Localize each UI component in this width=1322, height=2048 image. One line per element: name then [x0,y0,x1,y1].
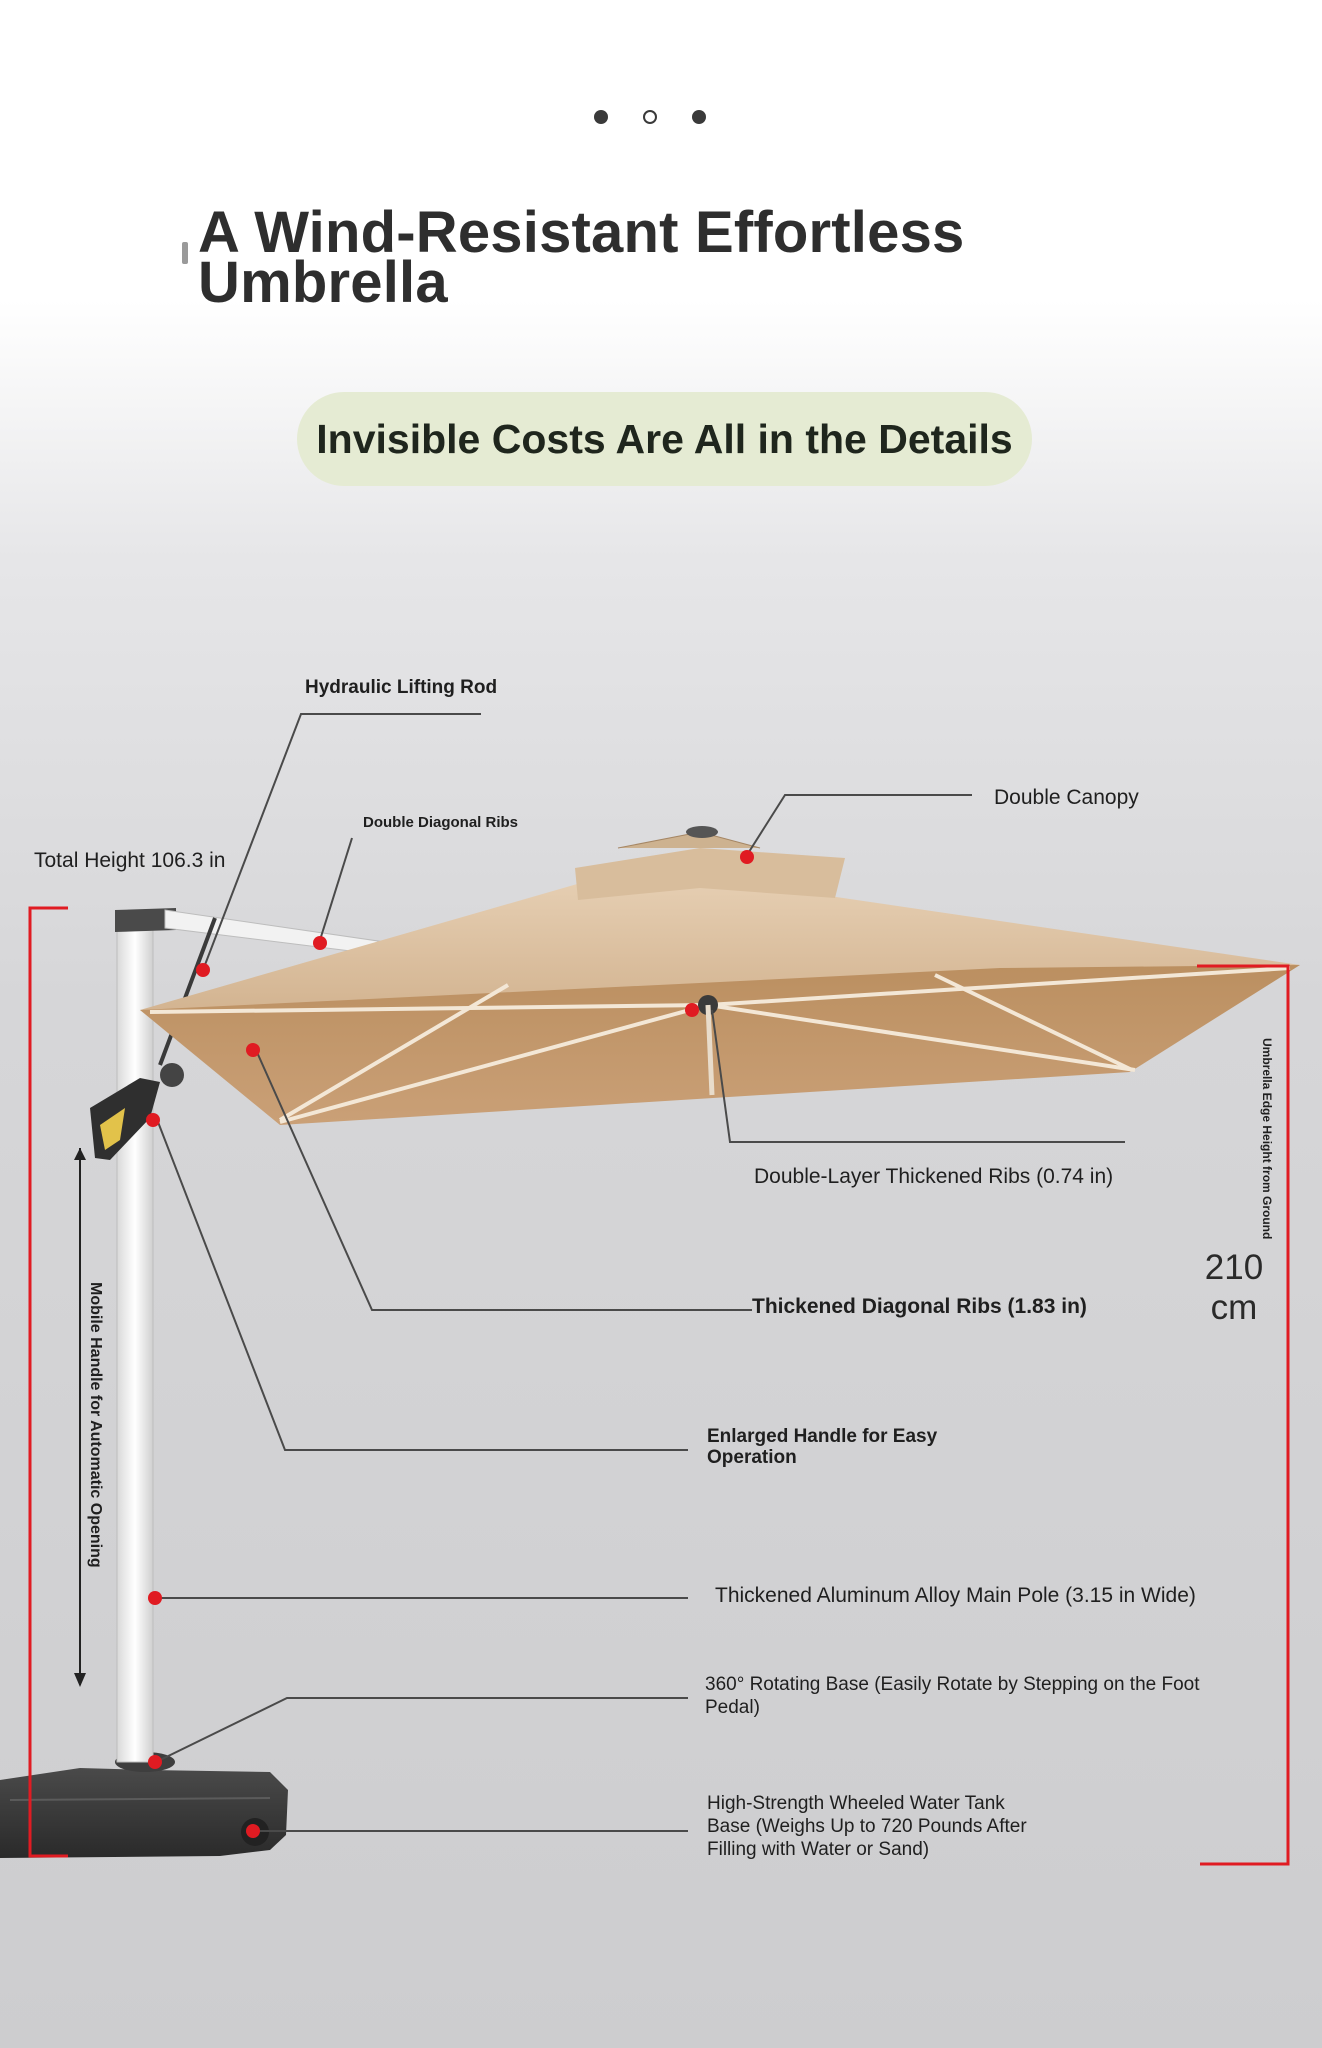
label-enlarged-handle: Enlarged Handle for Easy Operation [707,1426,938,1468]
double-canopy [575,848,845,900]
edge-height-value: 210 [1204,1248,1264,1287]
water-tank-base [0,1752,288,1858]
edge-height-unit: cm [1210,1288,1258,1327]
carousel-dot-1[interactable] [594,110,608,124]
main-pole [116,911,154,1763]
label-water-tank: High-Strength Wheeled Water Tank Base (W… [707,1793,1027,1860]
label-thickened-diagonal-ribs: Thickened Diagonal Ribs (1.83 in) [752,1295,1087,1318]
canopy-top [140,878,1300,1010]
carousel-dot-2-active[interactable] [643,110,657,124]
label-double-diagonal-ribs: Double Diagonal Ribs [363,814,519,831]
subtitle-pill: Invisible Costs Are All in the Details [297,392,1032,486]
label-double-layer-ribs: Double-Layer Thickened Ribs (0.74 in) [754,1165,1114,1188]
label-mobile-handle: Mobile Handle for Automatic Opening [87,1282,104,1568]
label-total-height: Total Height 106.3 in [34,849,226,872]
carousel-dot-3[interactable] [692,110,706,124]
label-hydraulic-rod: Hydraulic Lifting Rod [305,677,498,698]
page-title: A Wind-Resistant Effortless Umbrella [198,200,965,315]
label-edge-height-caption: Umbrella Edge Height from Ground [1260,1038,1274,1240]
carousel-indicator [0,110,1322,128]
label-double-canopy: Double Canopy [994,786,1139,809]
title-mark [182,242,188,264]
label-main-pole: Thickened Aluminum Alloy Main Pole (3.15… [715,1584,1196,1607]
callout-dots [146,850,754,1838]
label-rotating-base: 360° Rotating Base (Easily Rotate by Ste… [705,1674,1200,1718]
edge-height-measure: 210 cm [1190,1248,1278,1328]
